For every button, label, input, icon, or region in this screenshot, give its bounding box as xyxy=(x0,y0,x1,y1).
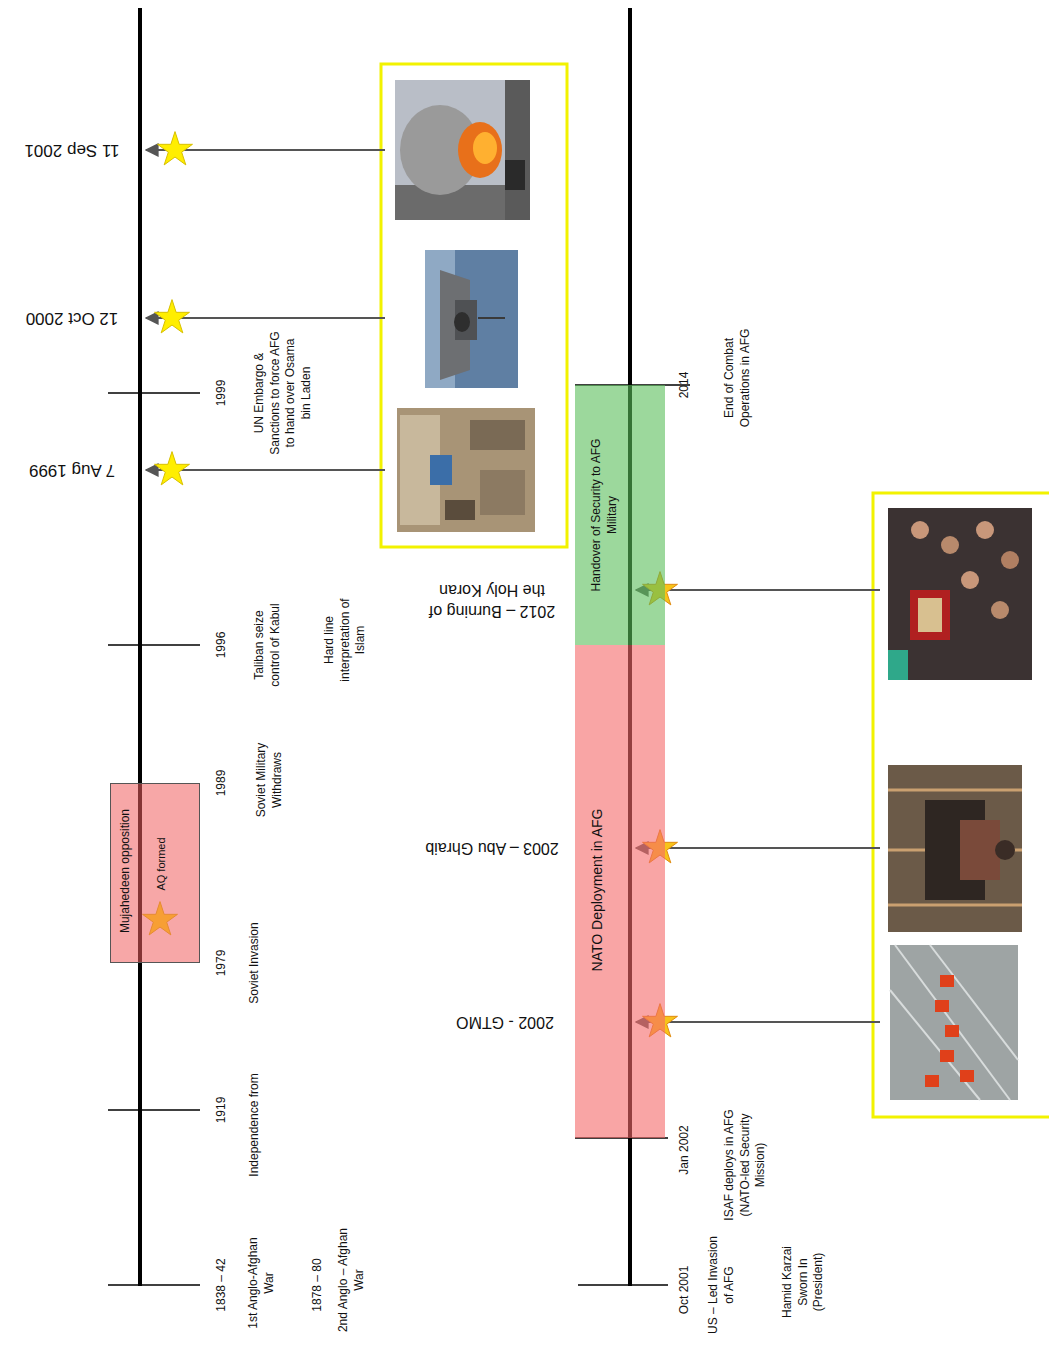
photo-frame xyxy=(381,64,567,547)
photo-attack xyxy=(458,122,502,178)
photo-detainees xyxy=(935,1000,949,1012)
event-note: 1st Anglo-Afghan War xyxy=(246,1231,277,1336)
leader-arrow xyxy=(146,150,880,1022)
leader-arrow xyxy=(636,589,880,591)
band-label: NATO Deployment in AFG xyxy=(588,740,606,1040)
photo-prison xyxy=(888,904,1022,907)
photo-detainees xyxy=(895,945,1010,1100)
photo-detainees xyxy=(925,1075,939,1087)
event-note: End of Combat Operations in AFG xyxy=(722,318,753,438)
photo-detainees xyxy=(930,945,1018,1060)
photo-prison xyxy=(888,765,1022,932)
event-note: 2nd Anglo – Afghan War xyxy=(336,1221,367,1339)
photo-detainees xyxy=(890,945,1018,1100)
timeline-axis xyxy=(108,1284,200,1286)
photo-ship xyxy=(455,300,477,340)
event-star xyxy=(155,452,190,485)
leader-arrow xyxy=(636,1021,880,1023)
year-label: Jan 2002 xyxy=(677,1115,693,1185)
year-label: 1989 xyxy=(214,753,230,813)
photo-protest xyxy=(888,650,908,680)
timeline-axis xyxy=(108,1109,200,1111)
photo-detainees xyxy=(940,975,954,987)
year-label: Oct 2001 xyxy=(677,1255,693,1325)
photo-attack xyxy=(395,80,530,220)
photo-protest xyxy=(910,590,950,640)
event-star xyxy=(155,300,190,333)
event-star xyxy=(158,132,193,165)
photo-protest xyxy=(888,508,1032,680)
photo-attack xyxy=(395,80,530,220)
event-note: Taliban seize control of Kabul xyxy=(252,595,283,695)
photo-detainees xyxy=(960,1070,974,1082)
photo-rubble xyxy=(397,408,535,532)
photo-attack xyxy=(505,160,525,190)
photo-ship xyxy=(425,250,518,388)
photo-detainees xyxy=(945,1025,959,1037)
event-note: Independence from xyxy=(247,1060,263,1190)
photo-rubble xyxy=(397,408,535,532)
event-date: 2002 - GTMO xyxy=(435,1012,575,1033)
timeline-axis xyxy=(108,644,200,646)
photo-protest xyxy=(961,571,979,589)
photo-protest xyxy=(941,536,959,554)
event-note: Soviet Military Withdraws xyxy=(254,733,285,828)
photo-rubble xyxy=(480,470,525,515)
timeline-axis xyxy=(575,8,690,1286)
year-label: 1919 xyxy=(214,1080,230,1140)
event-date: 7 Aug 1999 xyxy=(7,459,137,481)
period-label: Mujahedeen opposition xyxy=(118,791,134,951)
year-label: 2014 xyxy=(677,355,693,415)
event-date: 2003 – Abu Ghraib xyxy=(407,838,577,859)
timeline-axis xyxy=(578,1284,668,1286)
photo-attack xyxy=(473,132,497,164)
photo-frame xyxy=(873,493,1049,1117)
photo-protest xyxy=(918,598,942,632)
deployment-band: NATO Deployment in AFG xyxy=(575,645,665,1138)
event-date: 2012 – Burning of the Holy Koran xyxy=(417,579,567,621)
event-note: Soviet Invasion xyxy=(247,908,263,1018)
year-label: 1996 xyxy=(214,615,230,675)
timeline-axis xyxy=(108,8,200,1286)
event-date: 12 Oct 2000 xyxy=(7,307,137,329)
event-note: ISAF deploys in AFG (NATO-led Security M… xyxy=(722,1098,769,1233)
photo-protest xyxy=(991,601,1009,619)
photo-attack xyxy=(505,80,530,220)
photo-ship xyxy=(478,317,505,319)
event-note: UN Embargo & Sanctions to force AFG to h… xyxy=(252,331,314,456)
period-box: Mujahedeen opposition AQ formed xyxy=(110,783,200,963)
event-note: US – Led Invasion of AFG xyxy=(706,1233,737,1338)
photo-detainees xyxy=(890,990,980,1100)
band-label: Handover of Security to AFG Military xyxy=(589,428,620,603)
handover-band: Handover of Security to AFG Military xyxy=(575,385,665,645)
year-label: 1878 – 80 xyxy=(310,1250,326,1320)
event-label: AQ formed xyxy=(154,824,168,904)
photo-protest xyxy=(888,508,1032,680)
photo-prison xyxy=(888,765,1022,932)
photo-protest xyxy=(1001,551,1019,569)
timeline-axis xyxy=(138,8,142,1286)
photo-prison xyxy=(888,789,1022,792)
event-date: 11 Sep 2001 xyxy=(7,139,137,161)
photo-prison xyxy=(960,820,1000,880)
leader-arrow xyxy=(636,847,880,849)
photo-detainees xyxy=(940,1050,954,1062)
photo-protest xyxy=(911,521,929,539)
photo-detainees xyxy=(890,945,1018,1100)
photo-prison xyxy=(995,840,1015,860)
event-note: Hard line interpretation of Islam xyxy=(322,585,369,695)
photo-ship xyxy=(440,270,470,380)
photo-ship xyxy=(425,250,518,388)
photo-protest xyxy=(976,521,994,539)
photo-rubble xyxy=(470,420,525,450)
photo-ship xyxy=(454,312,470,332)
timeline-axis xyxy=(108,392,200,394)
photo-rubble xyxy=(430,455,452,485)
photo-rubble xyxy=(445,500,475,520)
event-note: Hamid Karzai Sworn In (President) xyxy=(780,1235,827,1330)
year-label: 1838 – 42 xyxy=(214,1250,230,1320)
year-label: 1999 xyxy=(214,363,230,423)
year-label: 1979 xyxy=(214,933,230,993)
